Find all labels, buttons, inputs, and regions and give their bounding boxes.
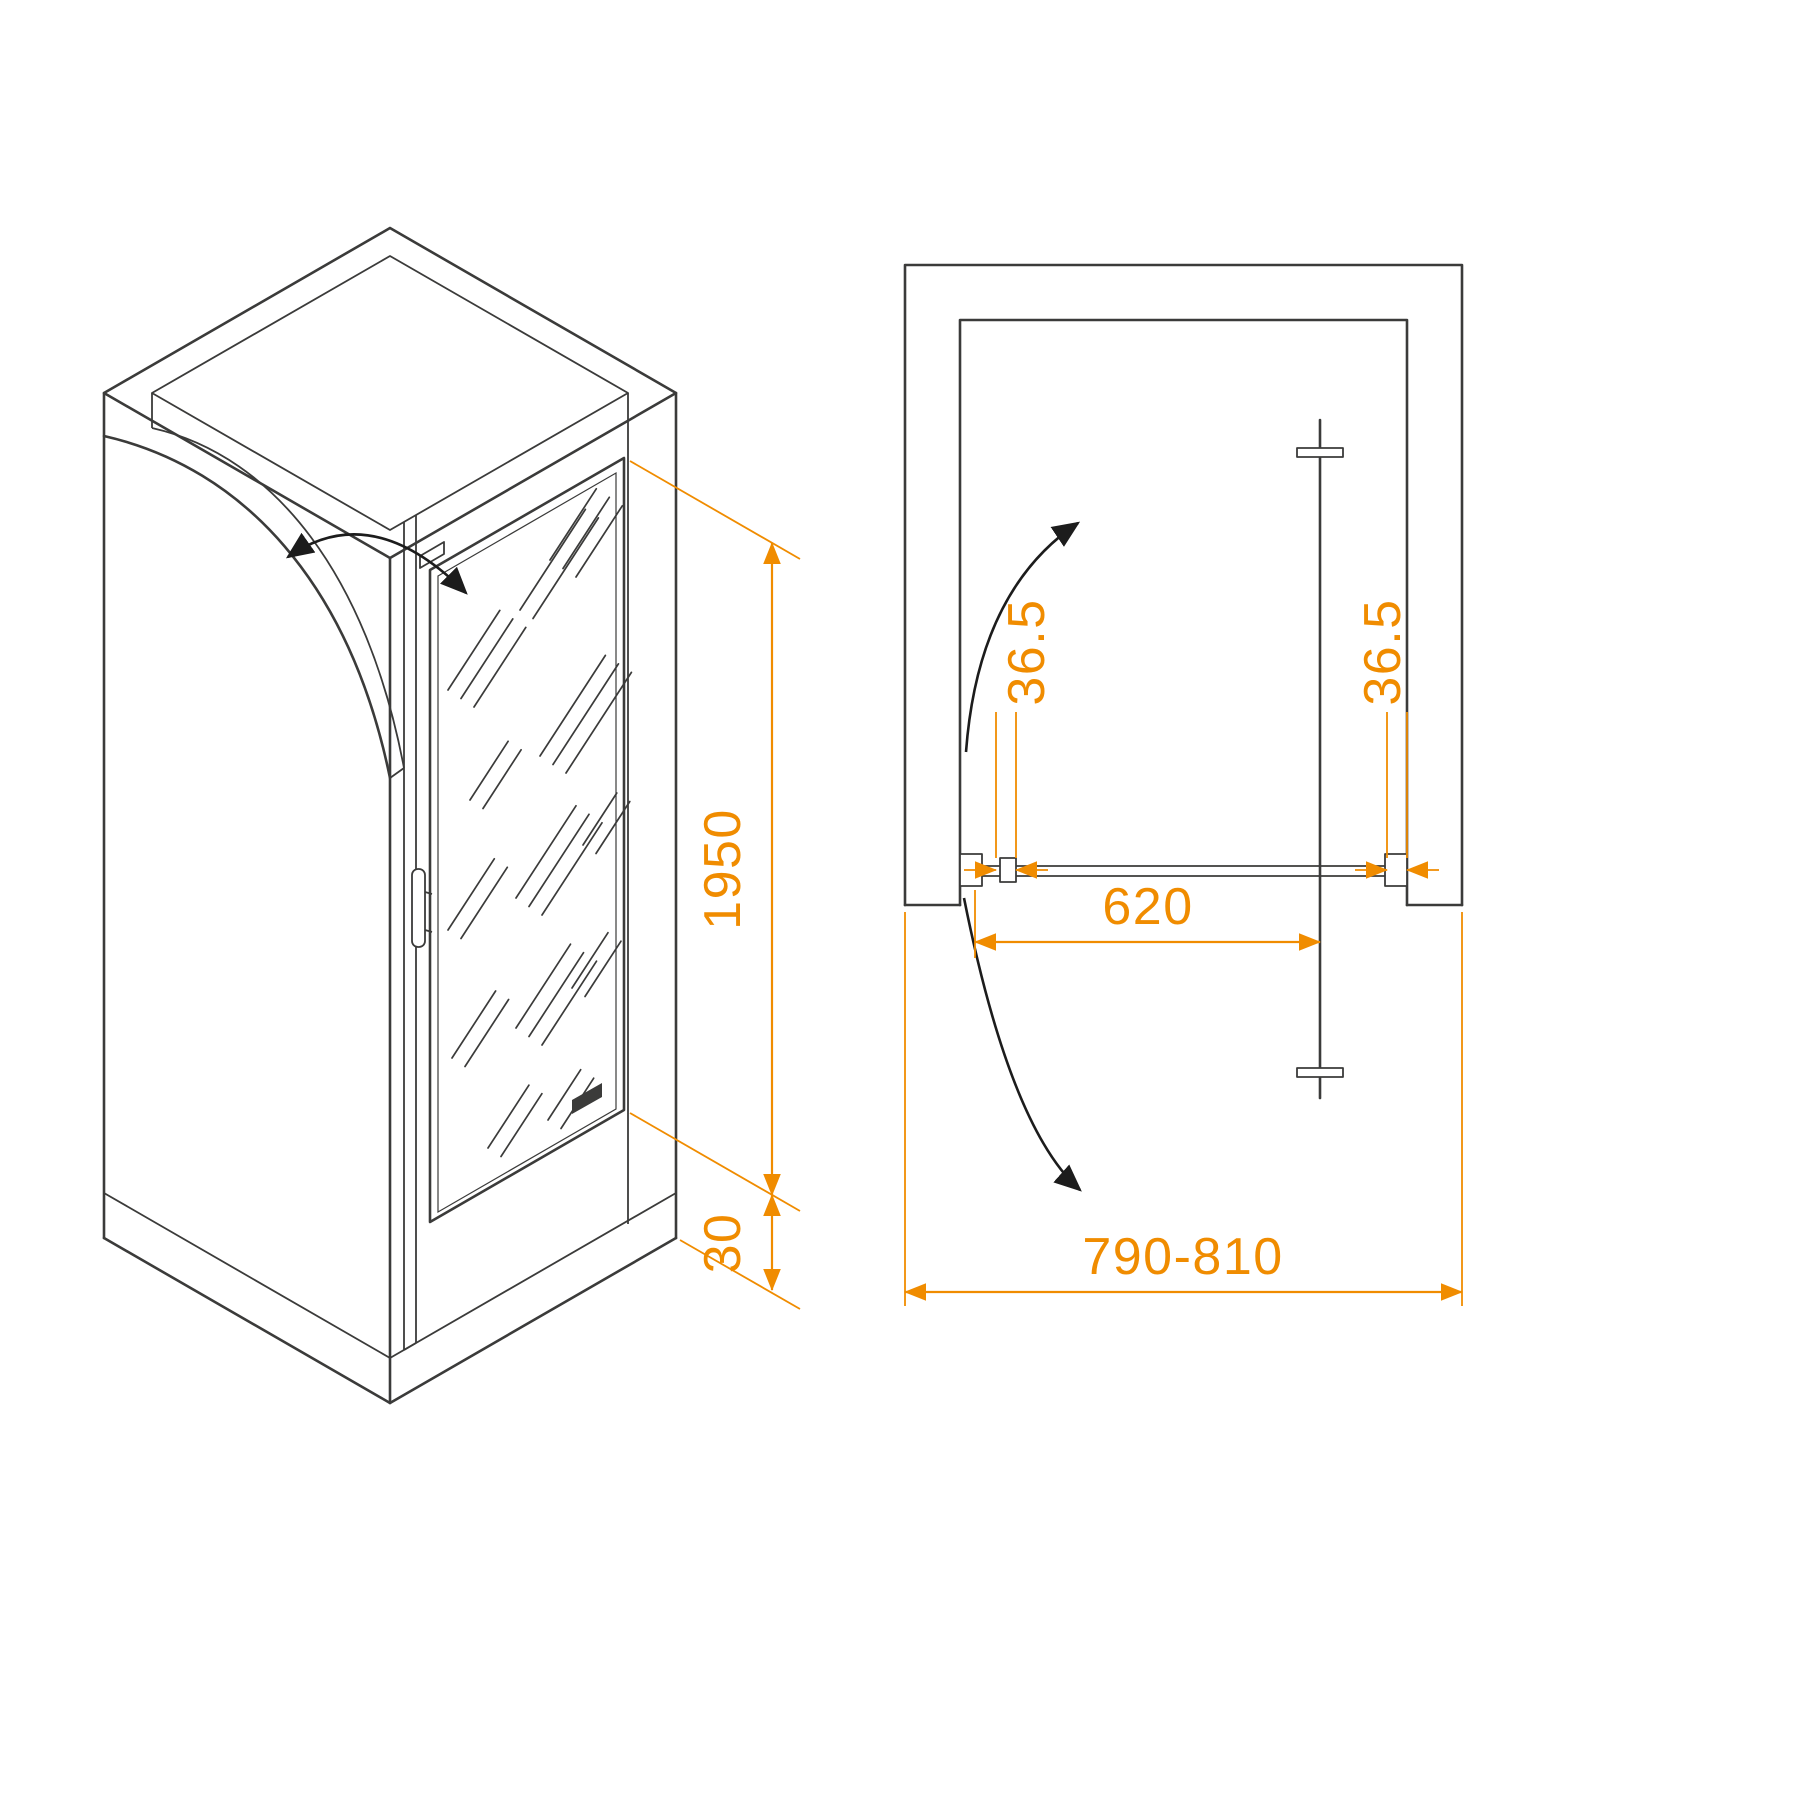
glass-hatch-pattern	[447, 487, 633, 1158]
swing-arc-inward	[964, 521, 1081, 753]
door-bottom-guide	[572, 1083, 602, 1114]
wall-outline	[903, 263, 1464, 907]
pivot-distance-label: 620	[1102, 878, 1193, 936]
pivot-offset-right-dimension: 36.5	[1354, 598, 1439, 879]
door-handle	[411, 868, 433, 948]
height-dimension: 1950 30	[629, 460, 801, 1310]
overall-width-dimension: 790-810	[904, 912, 1463, 1306]
isometric-view: 1950 30	[102, 226, 801, 1405]
door-open-plan	[1296, 418, 1344, 1100]
pivot-distance-dimension: 620	[974, 878, 1321, 958]
handle-mark-top	[1296, 447, 1344, 458]
pivot-offset-left-label: 36.5	[998, 598, 1056, 705]
plan-view: 36.5 36.5 620 790-810	[903, 263, 1464, 1306]
swing-direction-arrow	[285, 532, 468, 595]
pivot-block	[999, 857, 1017, 883]
pivot-offset-right-label: 36.5	[1354, 598, 1412, 705]
glass-door	[428, 456, 633, 1224]
overall-width-label: 790-810	[1082, 1228, 1283, 1286]
wall-profile-right	[1384, 853, 1408, 887]
pivot-offset-left-dimension: 36.5	[964, 598, 1056, 879]
bottom-profile-dimension-label: 30	[694, 1213, 752, 1274]
shower-tray	[103, 1192, 677, 1359]
enclosure-frame	[102, 226, 678, 1405]
handle-mark-bottom	[1296, 1067, 1344, 1078]
swing-arc-outward	[962, 897, 1082, 1192]
height-dimension-label: 1950	[694, 808, 752, 930]
